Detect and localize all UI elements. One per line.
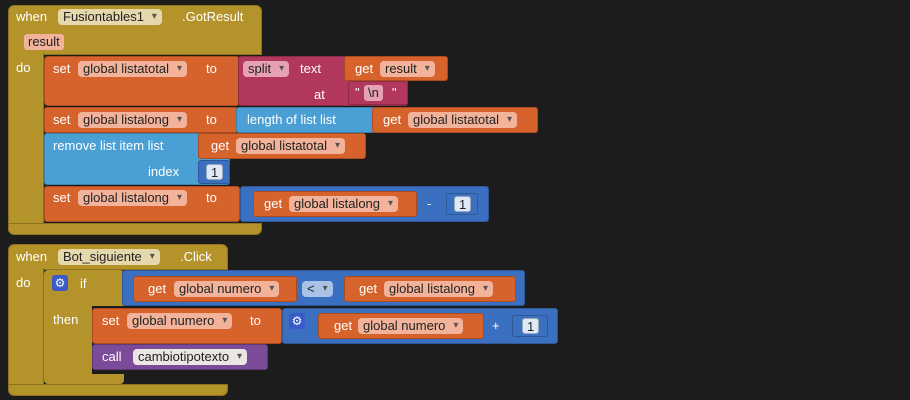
newline-text-field[interactable]: \n <box>364 85 383 101</box>
to-keyword: to <box>206 61 217 76</box>
text-label: text <box>300 61 321 76</box>
var-dropdown-listatotal[interactable]: global listatotal <box>78 61 187 77</box>
index-number-field[interactable]: 1 <box>206 164 224 180</box>
gear-icon[interactable]: ⚙ <box>52 275 68 291</box>
get-var-dropdown-listalong[interactable]: global listalong <box>289 196 399 212</box>
var-dropdown-listalong[interactable]: global listalong <box>78 112 188 128</box>
get-keyword: get <box>334 318 353 333</box>
when-keyword: when <box>16 249 48 264</box>
index-label: index <box>148 164 180 179</box>
get-var-dropdown-listatotal-2[interactable]: global listatotal <box>236 138 345 154</box>
procedure-dropdown-cambiotipotexto[interactable]: cambiotipotexto <box>133 349 248 365</box>
to-keyword: to <box>206 112 217 127</box>
get-var-dropdown-listatotal[interactable]: global listatotal <box>408 112 517 128</box>
at-label: at <box>314 87 325 102</box>
remove-list-item-label: remove list item list <box>53 138 164 153</box>
plus-number-field[interactable]: 1 <box>522 318 540 334</box>
compare-operator-dropdown[interactable]: < <box>302 281 333 297</box>
do-keyword: do <box>16 60 31 75</box>
quote-close: " <box>392 85 397 100</box>
get-keyword: get <box>148 281 167 296</box>
call-keyword: call <box>102 349 122 364</box>
get-keyword: get <box>264 196 283 211</box>
get-var-dropdown-result[interactable]: result <box>380 61 435 77</box>
get-var-dropdown-listalong-3[interactable]: global listalong <box>384 281 494 297</box>
var-dropdown-numero[interactable]: global numero <box>127 313 233 329</box>
get-keyword: get <box>359 281 378 296</box>
get-keyword: get <box>383 112 402 127</box>
set-keyword: set <box>53 190 71 205</box>
to-keyword: to <box>206 190 217 205</box>
then-keyword: then <box>53 312 79 327</box>
event-name: .GotResult <box>182 9 244 24</box>
do-keyword: do <box>16 275 31 290</box>
minus-operator: - <box>427 196 432 211</box>
set-keyword: set <box>53 61 71 76</box>
length-of-list-label: length of list list <box>247 112 336 127</box>
get-var-dropdown-numero[interactable]: global numero <box>174 281 280 297</box>
event-name: .Click <box>180 249 212 264</box>
component-dropdown-fusiontables1[interactable]: Fusiontables1 <box>58 9 162 25</box>
get-keyword: get <box>211 138 230 153</box>
param-result[interactable]: result <box>24 34 64 50</box>
quote-open: " <box>355 85 360 100</box>
set-keyword: set <box>102 313 120 328</box>
split-dropdown[interactable]: split <box>243 61 290 77</box>
component-dropdown-bot-siguiente[interactable]: Bot_siguiente <box>58 249 160 265</box>
minus-number-field[interactable]: 1 <box>454 196 472 212</box>
get-var-dropdown-numero-2[interactable]: global numero <box>358 318 464 334</box>
set-keyword: set <box>53 112 71 127</box>
to-keyword: to <box>250 313 261 328</box>
get-keyword: get <box>355 61 374 76</box>
plus-operator: + <box>492 318 500 333</box>
gear-icon[interactable]: ⚙ <box>289 313 305 329</box>
if-keyword: if <box>80 276 87 291</box>
when-keyword: when <box>16 9 48 24</box>
var-dropdown-listalong-2[interactable]: global listalong <box>78 190 188 206</box>
